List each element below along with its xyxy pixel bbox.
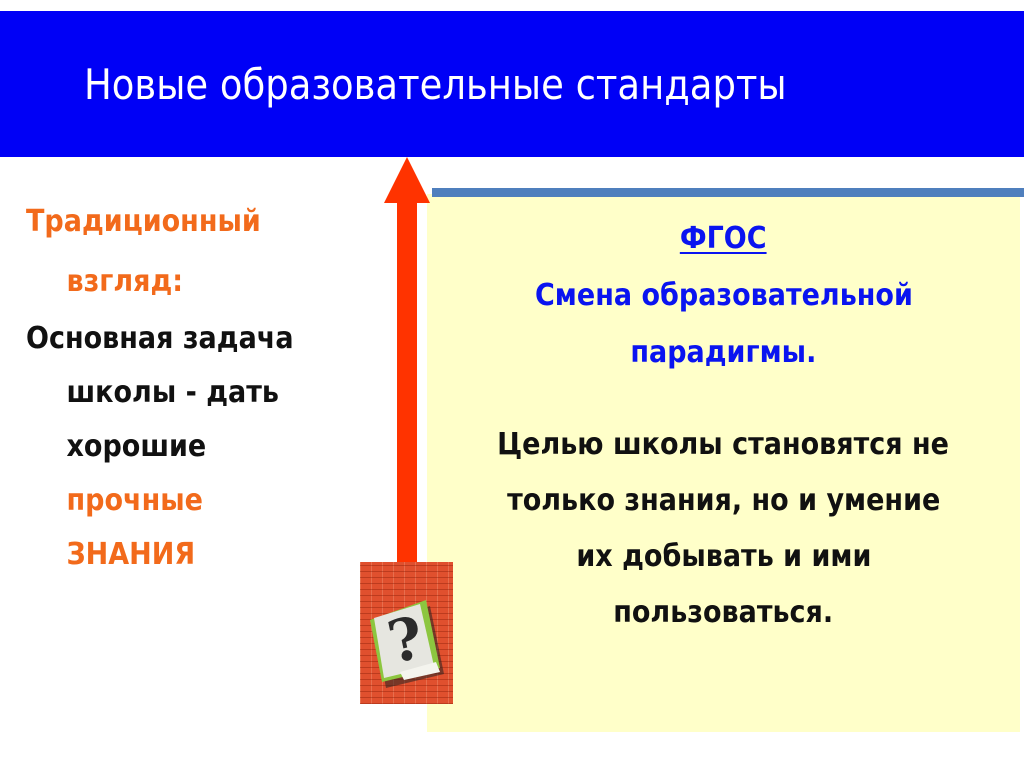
up-arrow-icon <box>384 157 430 567</box>
slide-title: Новые образовательные стандарты <box>84 59 787 109</box>
traditional-heading-line2: взгляд: <box>66 264 184 299</box>
fgos-subheading-line1: Смена образовательной <box>534 278 913 313</box>
traditional-body-line3: хорошие <box>66 429 207 464</box>
fgos-panel-top-bar <box>432 188 1024 197</box>
fgos-content: ФГОС Смена образовательной парадигмы. Це… <box>427 210 1020 641</box>
fgos-body-line2: только знания, но и умение <box>506 483 941 518</box>
fgos-subheading-line2: парадигмы. <box>630 335 817 370</box>
traditional-highlight-line1: прочные <box>66 483 203 518</box>
traditional-heading-line1: Традиционный <box>26 204 261 239</box>
traditional-view-block: Традиционный взгляд: Основная задача шко… <box>26 192 376 582</box>
traditional-body-line2: школы - дать <box>66 375 279 410</box>
question-mark-picture: ? <box>360 562 453 704</box>
fgos-body-line4: пользоваться. <box>613 595 834 630</box>
fgos-panel <box>427 194 1020 732</box>
fgos-heading: ФГОС <box>680 221 767 256</box>
question-mark-icon: ? <box>370 600 444 688</box>
traditional-highlight-line2: ЗНАНИЯ <box>66 537 196 572</box>
traditional-body-line1: Основная задача <box>26 321 294 356</box>
title-band: Новые образовательные стандарты <box>0 11 1024 157</box>
fgos-body-line3: их добывать и ими <box>575 539 872 574</box>
fgos-body-line1: Целью школы становятся не <box>497 427 950 462</box>
